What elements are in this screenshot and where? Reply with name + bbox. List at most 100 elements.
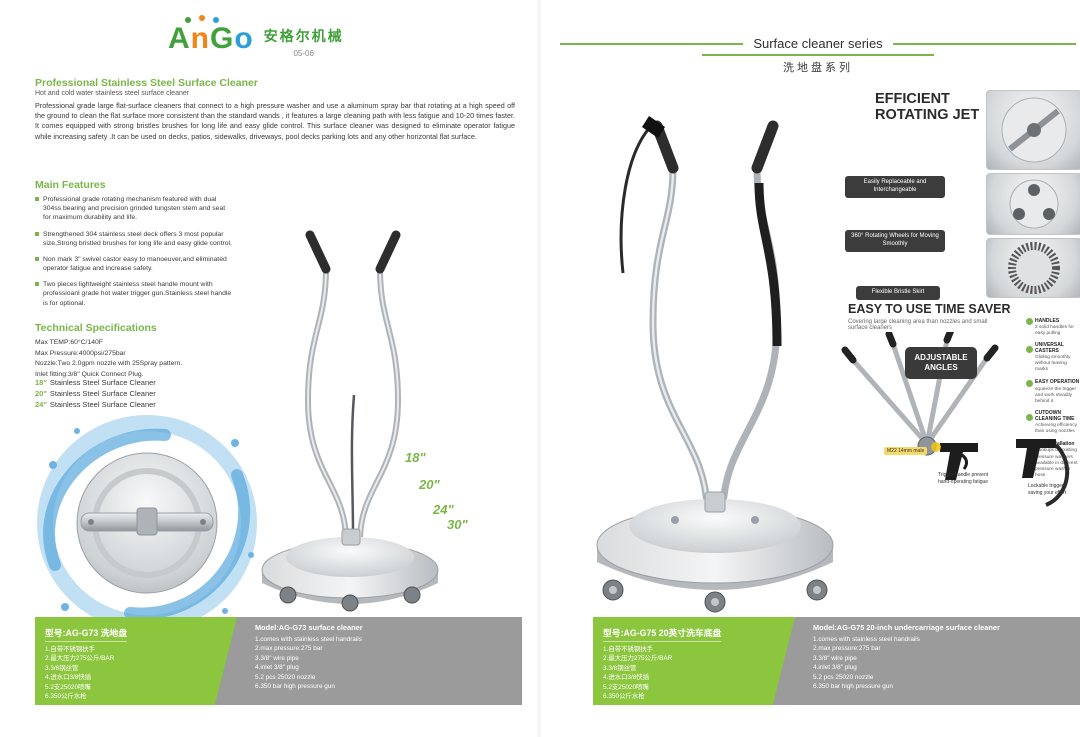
size-variant-list: 18"Stainless Steel Surface Cleaner 20"St…: [35, 378, 156, 411]
logo-letter: o: [234, 22, 254, 55]
easy-item-desc: 2 solid handles for easy pulling: [1035, 325, 1074, 337]
model-en-item: 1.comes with stainless steel handrails: [813, 636, 920, 643]
easy-item-title: CUTDOWN CLEANING TIME: [1035, 410, 1075, 423]
size-label: Stainless Steel Surface Cleaner: [49, 399, 156, 409]
bullet-icon: [35, 231, 39, 236]
logo-juggler-icon: [185, 15, 219, 23]
left-model-en-title: Model:AG-G73 surface cleaner: [255, 623, 363, 632]
size-line: 18"Stainless Steel Surface Cleaner: [35, 378, 156, 389]
model-cn-item: 6.350公斤水枪: [45, 693, 87, 701]
model-en-item: 3.3/8" wire pipe: [255, 654, 299, 662]
technical-specs-heading: Technical Specifications: [35, 322, 157, 334]
right-model-cn-list: 1.自带不锈钢扶手 2.最大压力275公斤/BAR 3.3/8钢丝管 4.进水口…: [603, 645, 785, 702]
model-en-item: 6.350 bar high pressure gun: [255, 683, 335, 691]
efficient-rotating-jet-heading: EFFICIENT ROTATING JET: [875, 91, 980, 123]
feature-text: Strengthened 304 stainless steel deck of…: [43, 230, 232, 247]
fitting-note: M22 14mm male: [884, 447, 928, 455]
easy-item-title: HANDLES: [1035, 317, 1060, 324]
right-model-en-list: 1.comes with stainless steel handrails 2…: [813, 635, 1072, 692]
page-gutter: [538, 0, 543, 737]
detail-photo-bristle-skirt: [986, 238, 1080, 298]
model-cn-item: 4.进水口3/8快插: [45, 674, 92, 682]
caster-icon: [1026, 345, 1033, 353]
specs-list: Max TEMP:60°C/140F Max Pressure:4000psi/…: [35, 338, 260, 380]
model-en-item: 4.inlet 3/8" plug: [813, 664, 857, 672]
handles-icon: [1026, 318, 1033, 325]
diagonal-size-label: 30": [447, 517, 468, 532]
easy-to-use-heading: EASY TO USE TIME SAVER: [848, 302, 1011, 316]
easy-item-desc: Achieving efficiency than using nozzles: [1035, 422, 1078, 435]
lockable-trigger-note: Lockable trigger saving your effort: [1028, 483, 1067, 496]
size-line: 24"Stainless Steel Surface Cleaner: [35, 400, 156, 411]
model-en-item: 3.3/8" wire pipe: [813, 654, 857, 662]
water-splash-product-image: [37, 415, 257, 631]
model-en-item: 6.350 bar high pressure gun: [813, 683, 893, 691]
easy-item-title: UNIVERSAL CASTERS: [1035, 342, 1064, 355]
size-value: 24": [35, 399, 47, 409]
undercarriage-cleaner-product-image: [596, 116, 834, 613]
series-title: Surface cleaner series: [753, 36, 883, 51]
left-page-title: Professional Stainless Steel Surface Cle…: [35, 77, 258, 89]
callout-replaceable: Easily Replaceable and Interchangeable: [845, 176, 945, 198]
logo-letter: G: [210, 22, 235, 55]
detail-photo-rotating-jet: [986, 90, 1080, 170]
left-model-en-list: 1.comes with stainless steel handrails 2…: [255, 635, 514, 692]
header-underline: [702, 54, 934, 56]
trigger-icon: [1026, 379, 1033, 387]
model-en-item: 5.2 pcs 25020 nozzle: [255, 673, 316, 681]
bullet-icon: [35, 282, 39, 287]
feature-text: Professional grade rotating mechanism fe…: [43, 196, 226, 222]
model-en-item: 1.comes with stainless steel handrails: [255, 636, 362, 643]
easy-feature-item: EASY OPERATION squeeze the trigger and w…: [1026, 380, 1080, 406]
easy-feature-item: CUTDOWN CLEANING TIME Achieving efficien…: [1026, 411, 1080, 435]
trigger-note: Trigger handle prevent hand-operating fa…: [938, 472, 989, 485]
model-en-item: 2.max pressure:275 bar: [255, 645, 323, 653]
model-en-item: 4.inlet 3/8" plug: [255, 664, 299, 672]
left-model-cn-panel: 型号:AG-G73 洗地盘 1.自带不锈钢扶手 2.最大压力275公斤/BAR …: [35, 617, 237, 705]
product-description: Professional grade large flat-surface cl…: [35, 101, 515, 141]
right-model-info-box: 型号:AG-G75 20英寸洗车底盘 1.自带不锈钢扶手 2.最大压力275公斤…: [593, 617, 1080, 705]
main-features-heading: Main Features: [35, 179, 106, 191]
easy-feature-item: HANDLES 2 solid handles for easy pulling: [1026, 318, 1080, 337]
model-en-item: 2.max pressure:275 bar: [813, 645, 881, 653]
easy-item-desc: squeeze the trigger and work steadily be…: [1035, 386, 1077, 405]
size-value: 20": [35, 388, 47, 398]
bullet-icon: [35, 256, 39, 261]
series-header: Surface cleaner series 洗地盘系列: [560, 36, 1076, 75]
left-page-subtitle: Hot and cold water stainless steel surfa…: [35, 90, 190, 97]
spec-item: Max Pressure:4000psi/275bar: [35, 349, 126, 357]
series-title-cn: 洗地盘系列: [783, 62, 853, 74]
easy-to-use-subtitle: Covering large cleaning area than nozzle…: [848, 319, 988, 331]
bullet-icon: [35, 197, 39, 201]
left-model-en-panel: Model:AG-G73 surface cleaner 1.comes wit…: [247, 617, 522, 705]
detail-photo-casters: [986, 173, 1080, 235]
right-model-cn-panel: 型号:AG-G75 20英寸洗车底盘 1.自带不锈钢扶手 2.最大压力275公斤…: [593, 617, 795, 705]
brand-logo: AnGo 安格尔机械 05-06: [168, 15, 344, 58]
timer-icon: [1026, 413, 1033, 421]
brand-name-cn: 安格尔机械: [263, 28, 344, 44]
feature-item: Two pieces lightweight stainless steel h…: [35, 280, 233, 308]
left-model-info-box: 型号:AG-G73 洗地盘 1.自带不锈钢扶手 2.最大压力275公斤/BAR …: [35, 617, 522, 705]
size-value: 18": [35, 378, 47, 387]
model-en-item: 5.2 pcs 25020 nozzle: [813, 673, 874, 681]
diagonal-size-label: 20": [419, 477, 440, 492]
surface-cleaner-product-image: [261, 230, 439, 612]
feature-text: Two pieces lightweight stainless steel h…: [43, 281, 232, 307]
rotating-jet-detail-image: [1001, 97, 1067, 163]
brand-wordmark: AnGo: [168, 15, 254, 55]
adjustable-angles-badge: ADJUSTABLE ANGLES: [905, 347, 977, 379]
adjustable-angles-illustration: [841, 332, 999, 456]
size-line: 20"Stainless Steel Surface Cleaner: [35, 389, 156, 400]
easy-feature-item: UNIVERSAL CASTERS Gliding smoothly witho…: [1026, 343, 1080, 373]
spec-item: Max TEMP:60°C/140F: [35, 339, 103, 346]
casters-detail-image: [1009, 179, 1059, 229]
left-model-cn-list: 1.自带不锈钢扶手 2.最大压力275公斤/BAR 3.3/8钢丝管 4.进水口…: [45, 645, 227, 702]
callout-bristle-skirt: Flexible Bristle Skirt: [856, 286, 940, 300]
bristle-skirt-detail-image: [1008, 242, 1060, 294]
features-list: Professional grade rotating mechanism fe…: [35, 195, 233, 315]
model-cn-item: 1.自带不锈钢扶手: [603, 646, 654, 653]
right-model-en-panel: Model:AG-G75 20-inch undercarriage surfa…: [805, 617, 1080, 705]
easy-item-desc: Gliding smoothly without leaving marks: [1035, 354, 1071, 373]
diagonal-size-label: 24": [433, 502, 454, 517]
